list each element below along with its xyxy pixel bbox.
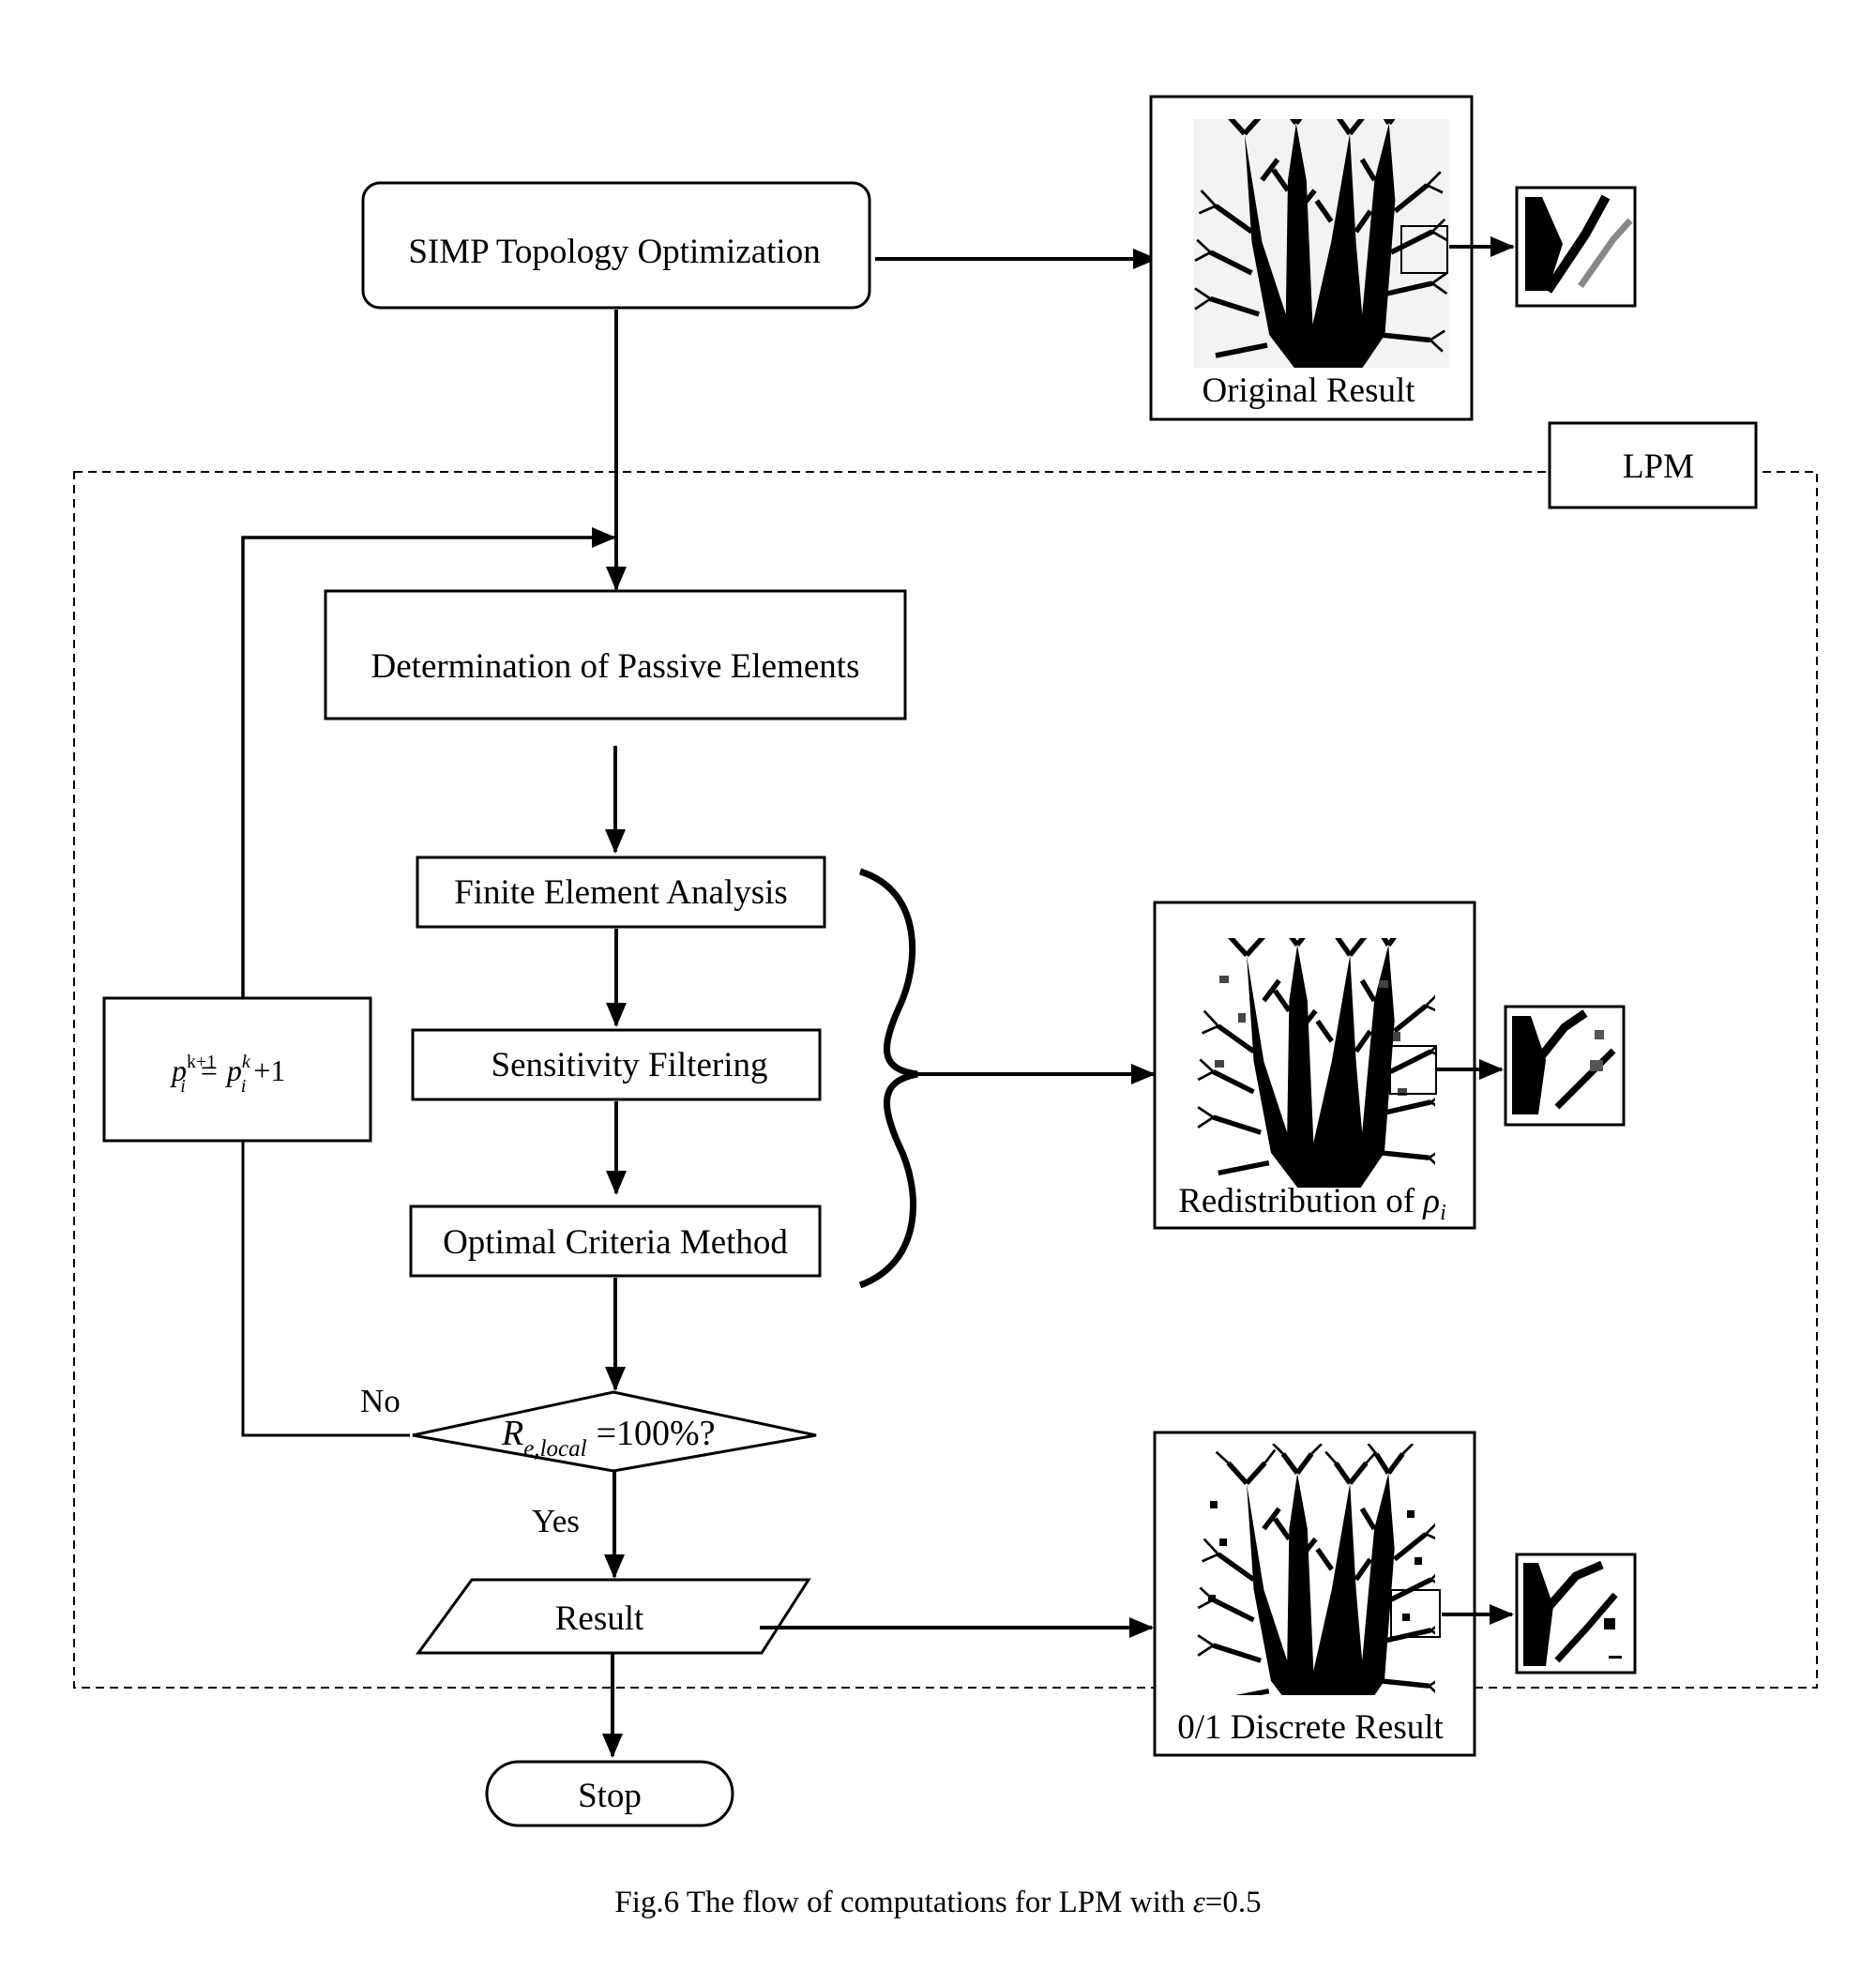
figure-caption: Fig.6 The flow of computations for LPM w… xyxy=(0,1886,1876,1920)
fea-label: Finite Element Analysis xyxy=(454,873,788,912)
discrete-result-label: 0/1 Discrete Result xyxy=(1177,1708,1444,1747)
filter-node xyxy=(411,1028,822,1101)
redistribution-label: Redistribution of ρi xyxy=(1178,1182,1445,1225)
redistribution-zoom-marker xyxy=(1389,1045,1437,1095)
redistribution-zoom-inset xyxy=(1504,1005,1626,1127)
passive-elements-node xyxy=(324,589,907,720)
simp-node xyxy=(361,181,871,310)
decision-symbol: R xyxy=(501,1414,523,1453)
passive-elements-label: Determination of Passive Elements xyxy=(371,647,860,686)
decision-text: Re,local =100%? xyxy=(501,1414,716,1462)
lpm-region-frame xyxy=(73,471,1818,1689)
formula-plus-one: +1 xyxy=(253,1053,285,1087)
formula-sub-left: i xyxy=(180,1076,186,1097)
original-result-image xyxy=(1193,119,1449,368)
lpm-label-box xyxy=(1548,421,1758,509)
redistribution-rho-sub: i xyxy=(1440,1201,1446,1225)
update-formula-box xyxy=(102,996,372,1143)
loop-up-line xyxy=(241,527,616,998)
redistribution-rho: ρ xyxy=(1422,1182,1440,1220)
caption-epsilon: ε xyxy=(1192,1886,1205,1919)
stop-node xyxy=(485,1760,734,1827)
caption-prefix: Fig.6 The flow of computations for LPM w… xyxy=(614,1886,1186,1919)
formula-p-left: p xyxy=(170,1053,187,1087)
result-label: Result xyxy=(555,1599,644,1638)
formula-sup-left: k+1 xyxy=(187,1052,216,1072)
formula-sup-right: k xyxy=(242,1052,251,1072)
original-zoom-marker xyxy=(1400,225,1448,274)
lpm-label: LPM xyxy=(1623,447,1694,486)
original-result-panel: Original Result xyxy=(1149,95,1474,421)
discrete-result-image xyxy=(1198,1444,1445,1732)
stop-label: Stop xyxy=(578,1777,642,1815)
yes-label: Yes xyxy=(532,1503,580,1539)
fea-node xyxy=(416,856,826,929)
formula-sub-right: i xyxy=(241,1076,247,1097)
ocm-node xyxy=(409,1205,822,1278)
redistribution-label-prefix: Redistribution of xyxy=(1178,1182,1415,1220)
discrete-zoom-marker xyxy=(1390,1589,1441,1638)
group-brace xyxy=(858,868,918,1289)
caption-suffix: =0.5 xyxy=(1204,1886,1262,1919)
formula-p-right: p xyxy=(225,1053,242,1087)
loop-back-line xyxy=(241,1141,410,1437)
decision-subscript: e,local xyxy=(523,1436,586,1462)
original-zoom-inset xyxy=(1515,186,1637,308)
discrete-zoom-inset xyxy=(1515,1553,1637,1674)
no-label: No xyxy=(360,1383,401,1419)
decision-rest: =100%? xyxy=(597,1414,716,1453)
filter-label: Sensitivity Filtering xyxy=(492,1046,768,1084)
result-node xyxy=(416,1578,811,1655)
formula-eq: = xyxy=(201,1053,218,1087)
original-result-label: Original Result xyxy=(1202,371,1415,410)
redistribution-image xyxy=(1198,916,1445,1204)
simp-node-label: SIMP Topology Optimization xyxy=(408,233,820,271)
ocm-label: Optimal Criteria Method xyxy=(443,1223,788,1262)
discrete-result-panel: 0/1 Discrete Result xyxy=(1153,1431,1476,1757)
redistribution-panel: Redistribution of ρi xyxy=(1153,901,1476,1230)
